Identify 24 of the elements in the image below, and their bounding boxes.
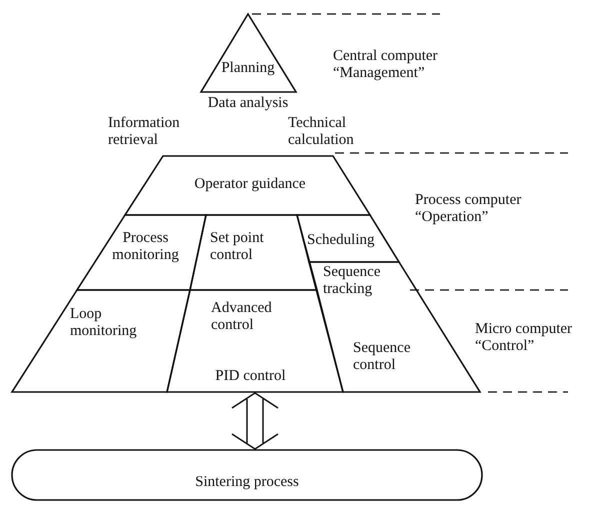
level-label: Micro computer “Control” (475, 321, 574, 355)
level-label: Data analysis (206, 95, 290, 112)
trapezoid-segment (125, 156, 370, 215)
node-label: PID control (214, 368, 287, 385)
level-label: Central computer “Management” (333, 48, 439, 82)
double-arrow (231, 392, 279, 450)
node-label: Operator guidance (193, 176, 307, 193)
node-label: Scheduling (307, 232, 376, 249)
process-stadium (12, 450, 482, 500)
triangle-segment (201, 14, 296, 92)
node-label: Planning (220, 60, 276, 77)
node-label: Sintering process (194, 474, 300, 491)
node-label: Sequence control (353, 340, 412, 374)
node-label: Sequence tracking (323, 264, 382, 298)
level-label: Information retrieval (108, 115, 181, 149)
node-label: Loop monitoring (70, 306, 138, 340)
pyramid-cell (297, 215, 399, 262)
level-label: Process computer “Operation” (415, 192, 522, 226)
node-label: Set point control (210, 230, 265, 264)
pyramid-cell (77, 215, 206, 290)
level-label: Technical calculation (288, 115, 355, 149)
node-label: Advanced control (211, 300, 273, 334)
node-label: Process monitoring (111, 230, 180, 264)
pyramid-cell (12, 290, 190, 392)
